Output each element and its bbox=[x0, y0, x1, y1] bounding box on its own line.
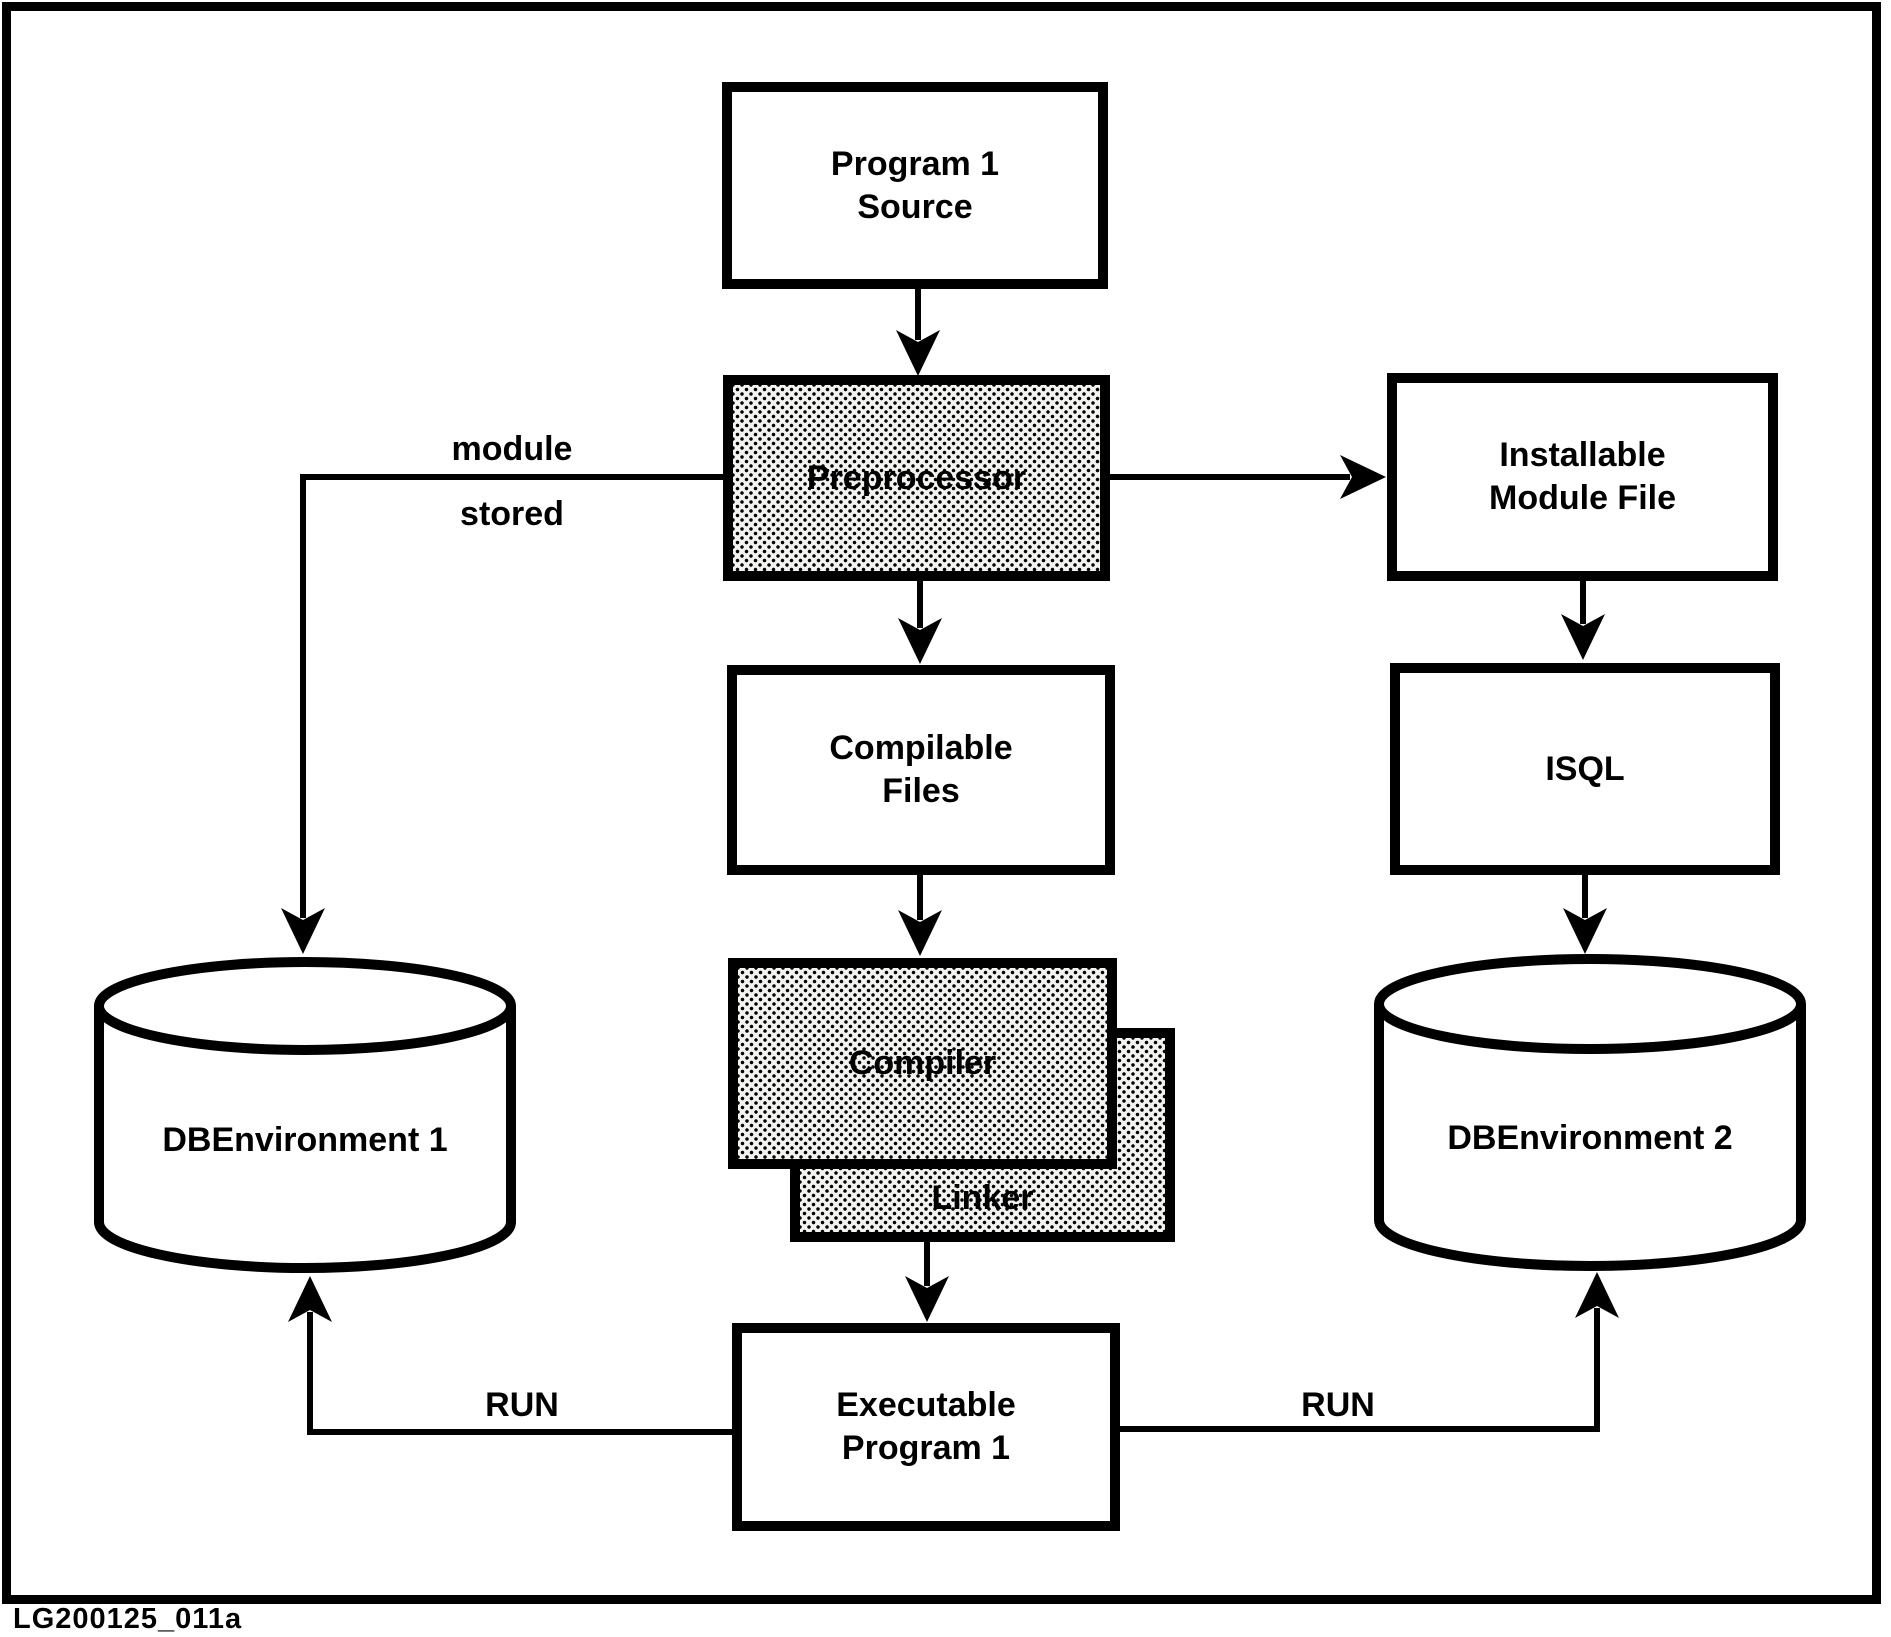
node-preprocessor: Preprocessor bbox=[723, 375, 1110, 581]
node-label: DBEnvironment 2 bbox=[1447, 1119, 1733, 1157]
node-label: Installable Module File bbox=[1489, 436, 1676, 517]
node-dbenvironment-1: DBEnvironment 1 bbox=[93, 956, 517, 1273]
node-installable-module-file: Installable Module File bbox=[1387, 373, 1778, 581]
edge-isql-to-dbenvironment2 bbox=[1563, 873, 1607, 954]
node-label: Compiler bbox=[848, 1044, 997, 1083]
edge-executable-to-dbenvironment2-run bbox=[1118, 1272, 1619, 1432]
edge-preprocessor-to-compilable-files bbox=[898, 578, 942, 664]
node-label: ISQL bbox=[1545, 749, 1625, 788]
figure-border bbox=[2, 2, 1881, 1604]
edge-source-to-preprocessor bbox=[896, 286, 940, 376]
edge-label-stored: stored bbox=[460, 495, 564, 533]
node-program-1-source: Program 1 Source bbox=[722, 82, 1108, 289]
edge-installable-module-to-isql bbox=[1561, 578, 1605, 660]
database-cylinder-icon bbox=[1374, 954, 1806, 1271]
edge-label-module: module bbox=[451, 430, 573, 468]
node-executable-program-1: Executable Program 1 bbox=[732, 1323, 1120, 1531]
edge-label-run-left: RUN bbox=[485, 1386, 559, 1424]
edge-label-run-right: RUN bbox=[1301, 1386, 1375, 1424]
edge-preprocessor-to-installable-module bbox=[1108, 455, 1386, 499]
node-label: Linker bbox=[931, 1179, 1034, 1218]
node-label: Executable Program 1 bbox=[836, 1386, 1016, 1467]
edge-linker-to-executable bbox=[905, 1240, 949, 1322]
node-label: Program 1 Source bbox=[830, 144, 1000, 226]
database-cylinder-icon bbox=[94, 957, 516, 1273]
node-label: Compilable Files bbox=[829, 729, 1013, 810]
edge-compilable-files-to-compiler bbox=[898, 873, 942, 956]
figure-caption: LG200125_011a bbox=[13, 1603, 243, 1635]
node-compiler: Compiler bbox=[728, 958, 1117, 1169]
node-compilable-files: Compilable Files bbox=[727, 665, 1115, 875]
edge-preprocessor-to-dbenvironment1 bbox=[281, 474, 723, 954]
node-label: Preprocessor bbox=[806, 458, 1027, 497]
edge-executable-to-dbenvironment1-run bbox=[288, 1276, 732, 1435]
node-isql: ISQL bbox=[1390, 663, 1780, 875]
node-dbenvironment-2: DBEnvironment 2 bbox=[1373, 953, 1807, 1272]
node-label: DBEnvironment 1 bbox=[162, 1121, 448, 1159]
